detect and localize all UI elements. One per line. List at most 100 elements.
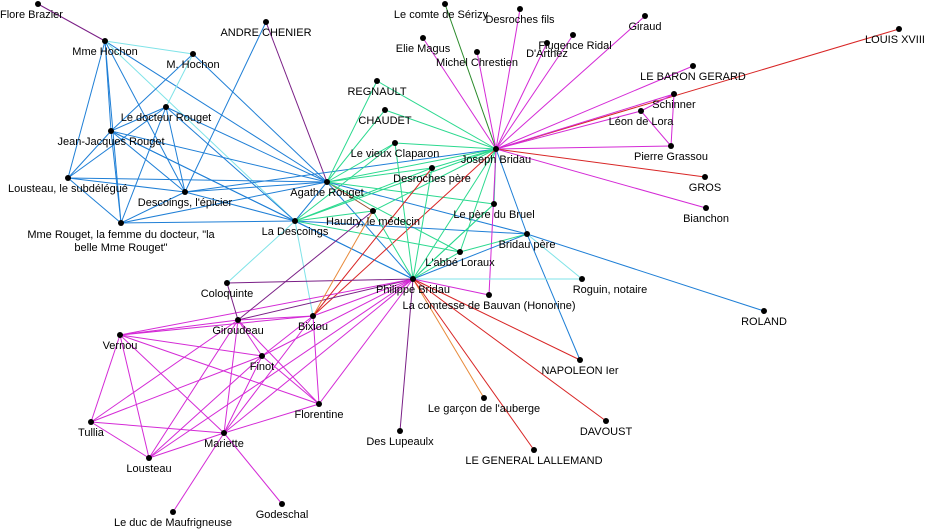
node-dot[interactable] — [370, 208, 376, 214]
node-maufrigneuse[interactable]: Le duc de Maufrigneuse — [114, 509, 232, 529]
node-finot[interactable]: Finot — [250, 353, 274, 373]
node-dot[interactable] — [118, 220, 124, 226]
node-dot[interactable] — [374, 78, 380, 84]
node-dot[interactable] — [279, 501, 285, 507]
node-flore[interactable]: Flore Brazier — [0, 1, 63, 21]
node-desroches_fils[interactable]: Desroches fils — [485, 6, 555, 26]
node-bianchon[interactable]: Bianchon — [683, 205, 729, 225]
node-gerard[interactable]: LE BARON GERARD — [640, 63, 746, 83]
node-dot[interactable] — [517, 6, 523, 12]
node-chaudet[interactable]: CHAUDET — [358, 107, 412, 127]
node-dot[interactable] — [638, 108, 644, 114]
node-giroudeau[interactable]: Giroudeau — [212, 317, 264, 337]
node-davoust[interactable]: DAVOUST — [580, 418, 633, 438]
node-jjrouget[interactable]: Jean-Jacques Rouget — [57, 128, 165, 148]
node-dot[interactable] — [493, 146, 499, 152]
node-joseph[interactable]: Joseph Bridau — [461, 146, 531, 166]
node-grassou[interactable]: Pierre Grassou — [634, 143, 708, 163]
node-dot[interactable] — [170, 509, 176, 515]
node-magus[interactable]: Elie Magus — [396, 35, 451, 55]
node-dot[interactable] — [642, 13, 648, 19]
node-dot[interactable] — [146, 455, 152, 461]
node-vernou[interactable]: Vernou — [103, 332, 138, 352]
node-dot[interactable] — [703, 205, 709, 211]
node-darthez[interactable]: D'Arthez — [526, 40, 568, 60]
node-dot[interactable] — [310, 313, 316, 319]
node-dot[interactable] — [531, 447, 537, 453]
node-dot[interactable] — [88, 419, 94, 425]
node-napoleon[interactable]: NAPOLEON Ier — [541, 357, 619, 377]
node-dot[interactable] — [524, 231, 530, 237]
node-ridal[interactable]: Flugence Ridal — [538, 32, 612, 52]
node-dot[interactable] — [896, 26, 902, 32]
node-bauvan[interactable]: La comtesse de Bauvan (Honorine) — [402, 292, 576, 312]
node-dot[interactable] — [690, 63, 696, 69]
node-dot[interactable] — [481, 395, 487, 401]
node-dot[interactable] — [761, 308, 767, 314]
node-dot[interactable] — [292, 218, 298, 224]
node-louis18[interactable]: LOUIS XVIII — [865, 26, 925, 46]
node-dot[interactable] — [108, 128, 114, 134]
node-leondelora[interactable]: Léon de Lora — [609, 108, 675, 128]
node-dot[interactable] — [163, 104, 169, 110]
node-bridau_pere[interactable]: Bridau père — [499, 231, 556, 251]
node-dot[interactable] — [457, 249, 463, 255]
node-dot[interactable] — [324, 179, 330, 185]
node-philippe[interactable]: Philippe Bridau — [376, 276, 450, 296]
node-haudry[interactable]: Haudry, le médecin — [326, 208, 420, 228]
node-mariette[interactable]: Mariette — [204, 430, 244, 450]
node-lousteau_sub[interactable]: Lousteau, le subdélégué — [8, 175, 128, 195]
node-mhochon[interactable]: M. Hochon — [166, 51, 220, 71]
node-dot[interactable] — [579, 276, 585, 282]
node-dot[interactable] — [182, 189, 188, 195]
node-drouget[interactable]: Le docteur Rouget — [121, 104, 212, 124]
node-dot[interactable] — [397, 428, 403, 434]
node-roland[interactable]: ROLAND — [741, 308, 787, 328]
node-dot[interactable] — [491, 201, 497, 207]
node-tullia[interactable]: Tullia — [78, 419, 105, 439]
node-dot[interactable] — [102, 38, 108, 44]
node-dot[interactable] — [442, 1, 448, 7]
node-godeschal[interactable]: Godeschal — [256, 501, 309, 521]
node-dot[interactable] — [420, 35, 426, 41]
node-dot[interactable] — [392, 140, 398, 146]
node-dot[interactable] — [316, 401, 322, 407]
node-ladescoings[interactable]: La Descoings — [262, 218, 329, 238]
node-garcon[interactable]: Le garçon de l'auberge — [428, 395, 540, 415]
node-dot[interactable] — [190, 51, 196, 57]
node-dot[interactable] — [235, 317, 241, 323]
node-dot[interactable] — [544, 40, 550, 46]
node-regnault[interactable]: REGNAULT — [347, 78, 407, 98]
node-dot[interactable] — [221, 430, 227, 436]
node-dot[interactable] — [35, 1, 41, 7]
node-giraud[interactable]: Giraud — [628, 13, 662, 33]
node-agathe[interactable]: Agathe Rouget — [290, 179, 364, 199]
node-dot[interactable] — [671, 91, 677, 97]
node-descoings_ep[interactable]: Descoings, l'épicier — [138, 189, 233, 209]
node-dot[interactable] — [382, 107, 388, 113]
node-lousteau[interactable]: Lousteau — [126, 455, 172, 475]
node-schinner[interactable]: Schinner — [652, 91, 696, 111]
node-chenier[interactable]: ANDRE CHENIER — [220, 19, 312, 39]
node-dot[interactable] — [603, 418, 609, 424]
node-claparon[interactable]: Le vieux Claparon — [351, 140, 440, 160]
node-dot[interactable] — [486, 292, 492, 298]
node-dot[interactable] — [702, 174, 708, 180]
node-dot[interactable] — [410, 276, 416, 282]
node-chrestien[interactable]: Michel Chrestien — [436, 49, 518, 69]
node-dot[interactable] — [668, 143, 674, 149]
node-desroches_pere[interactable]: Desroches père — [393, 165, 471, 185]
node-serizy[interactable]: Le comte de Sérizy — [394, 1, 489, 21]
node-dot[interactable] — [263, 19, 269, 25]
node-dot[interactable] — [117, 332, 123, 338]
node-lallemand[interactable]: LE GENERAL LALLEMAND — [465, 447, 603, 467]
node-loraux[interactable]: L'abbé Loraux — [425, 249, 495, 269]
node-mhochon_f[interactable]: Mme Hochon — [72, 38, 138, 58]
node-roguin[interactable]: Roguin, notaire — [573, 276, 648, 296]
node-dot[interactable] — [474, 49, 480, 55]
node-dot[interactable] — [65, 175, 71, 181]
node-florentine[interactable]: Florentine — [295, 401, 344, 421]
node-dot[interactable] — [429, 165, 435, 171]
node-coloquinte[interactable]: Coloquinte — [201, 280, 254, 300]
